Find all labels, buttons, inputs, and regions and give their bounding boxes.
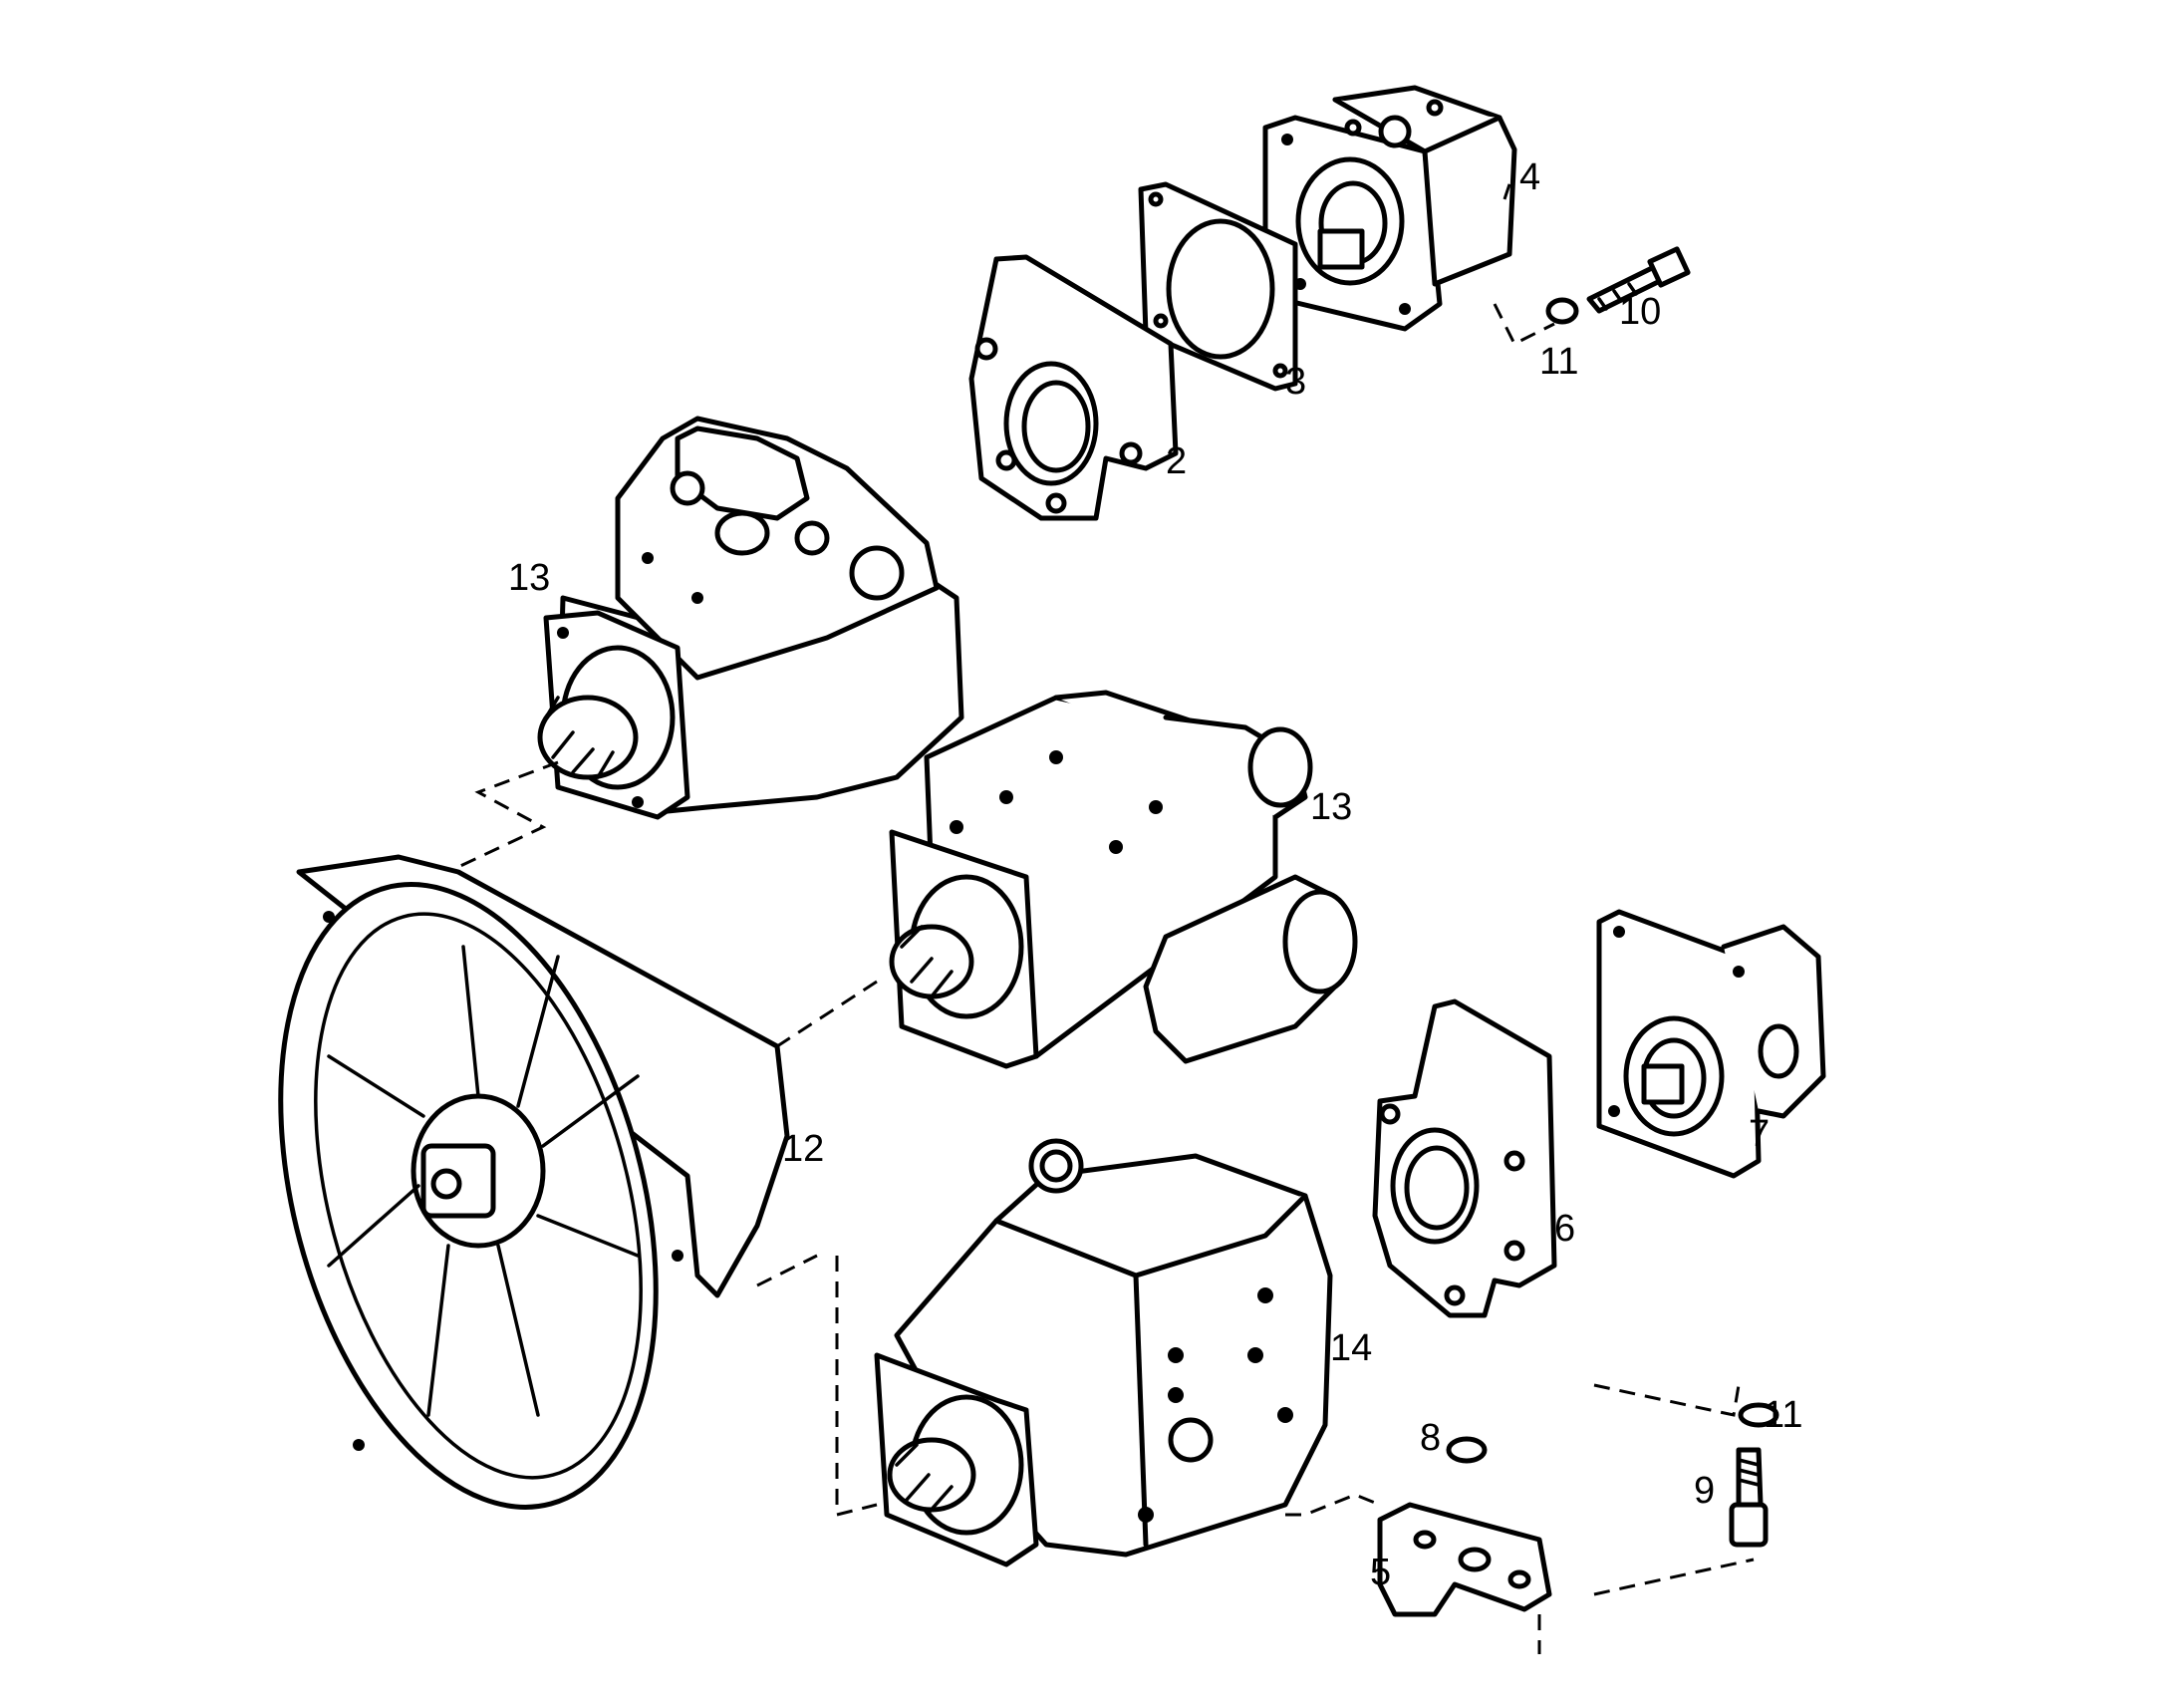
part-11-washer-lower xyxy=(1738,1402,1779,1428)
callout-3: 3 xyxy=(1285,361,1306,403)
callout-8: 8 xyxy=(1420,1417,1441,1459)
callout-labels: 2 3 4 10 11 13 13 12 7 6 14 8 11 9 5 xyxy=(508,156,1802,1593)
callout-2: 2 xyxy=(1166,440,1187,482)
assembly-guide-lines xyxy=(457,168,1755,1654)
callout-9: 9 xyxy=(1694,1470,1715,1512)
part-4-gear-pump xyxy=(1262,85,1517,332)
callout-13-middle: 13 xyxy=(1310,786,1352,828)
part-13-hydraulic-pump-middle xyxy=(889,690,1358,1069)
part-2-adapter-housing xyxy=(968,254,1179,521)
callout-11-upper: 11 xyxy=(1539,341,1578,383)
part-12-flywheel-housing xyxy=(278,854,790,1510)
callout-5: 5 xyxy=(1370,1552,1391,1593)
part-11-washer-upper xyxy=(1545,297,1579,325)
part-7-gear-pump xyxy=(1596,909,1826,1179)
part-5-bracket xyxy=(1377,1502,1552,1617)
part-10-bolt xyxy=(1586,246,1691,314)
callout-4: 4 xyxy=(1519,156,1540,198)
part-8-o-ring xyxy=(1446,1436,1488,1464)
callout-10: 10 xyxy=(1619,291,1661,333)
part-6-adapter-housing xyxy=(1372,998,1557,1318)
callout-14: 14 xyxy=(1330,1327,1372,1369)
part-9-bolt xyxy=(1729,1447,1769,1548)
callout-6: 6 xyxy=(1554,1208,1575,1250)
part-14-hydraulic-pump-lower xyxy=(874,1138,1333,1567)
callout-13-upper: 13 xyxy=(508,557,550,599)
part-13-hydraulic-pump-upper xyxy=(537,416,964,820)
callout-11-lower: 11 xyxy=(1764,1394,1802,1436)
callout-12: 12 xyxy=(782,1128,824,1170)
callout-7: 7 xyxy=(1749,1113,1770,1155)
